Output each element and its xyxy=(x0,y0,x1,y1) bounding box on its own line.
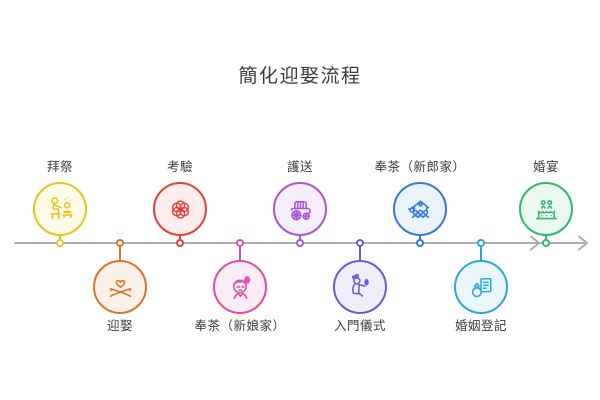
timeline-connector-line xyxy=(299,235,301,240)
timeline-item-circle xyxy=(393,182,447,236)
marriage-procession-icon xyxy=(104,271,137,304)
timeline-item-circle xyxy=(333,260,387,314)
timeline-item-label: 迎娶 xyxy=(106,319,133,333)
timeline-item-label: 奉茶（新郎家） xyxy=(374,160,466,174)
timeline-node-marker xyxy=(477,239,485,247)
timeline-connector-line xyxy=(419,235,421,240)
timeline-item-label: 入門儀式 xyxy=(333,319,386,333)
entrance-ritual-icon xyxy=(344,271,377,304)
timeline-item-label: 拜祭 xyxy=(46,160,73,174)
timeline-node-marker xyxy=(296,239,304,247)
timeline-item-circle xyxy=(273,182,327,236)
timeline-connector-line xyxy=(119,246,121,261)
timeline-node-marker xyxy=(416,239,424,247)
challenge-icon xyxy=(164,193,197,226)
marriage-registration-icon xyxy=(465,271,498,304)
timeline-item-circle xyxy=(213,260,267,314)
timeline-node-marker xyxy=(236,239,244,247)
timeline-node-marker xyxy=(56,239,64,247)
timeline-connector-line xyxy=(239,246,241,261)
timeline-item-label: 奉茶（新娘家） xyxy=(194,319,286,333)
timeline-item-label: 考驗 xyxy=(166,160,193,174)
timeline-item-circle xyxy=(33,182,87,236)
timeline-connector-line xyxy=(179,235,181,240)
page-title: 簡化迎娶流程 xyxy=(238,66,362,87)
timeline-connector-line xyxy=(545,235,547,240)
worship-icon xyxy=(44,193,77,226)
timeline-item-circle xyxy=(153,182,207,236)
carriage-icon xyxy=(284,193,317,226)
wedding-banquet-icon xyxy=(530,193,563,226)
timeline-connector-line xyxy=(59,235,61,240)
timeline-connector-line xyxy=(480,246,482,261)
timeline-connector-line xyxy=(359,246,361,261)
timeline-item-circle xyxy=(454,260,508,314)
tea-groom-family-icon xyxy=(404,193,437,226)
tea-bride-family-icon xyxy=(224,271,257,304)
timeline-item-circle xyxy=(93,260,147,314)
timeline-node-marker xyxy=(176,239,184,247)
timeline-node-marker xyxy=(116,239,124,247)
timeline-item-label: 婚宴 xyxy=(532,160,559,174)
timeline-item-circle xyxy=(519,182,573,236)
timeline-node-marker xyxy=(356,239,364,247)
timeline-node-marker xyxy=(542,239,550,247)
timeline-item-label: 護送 xyxy=(286,160,313,174)
timeline-item-label: 婚姻登記 xyxy=(454,319,507,333)
